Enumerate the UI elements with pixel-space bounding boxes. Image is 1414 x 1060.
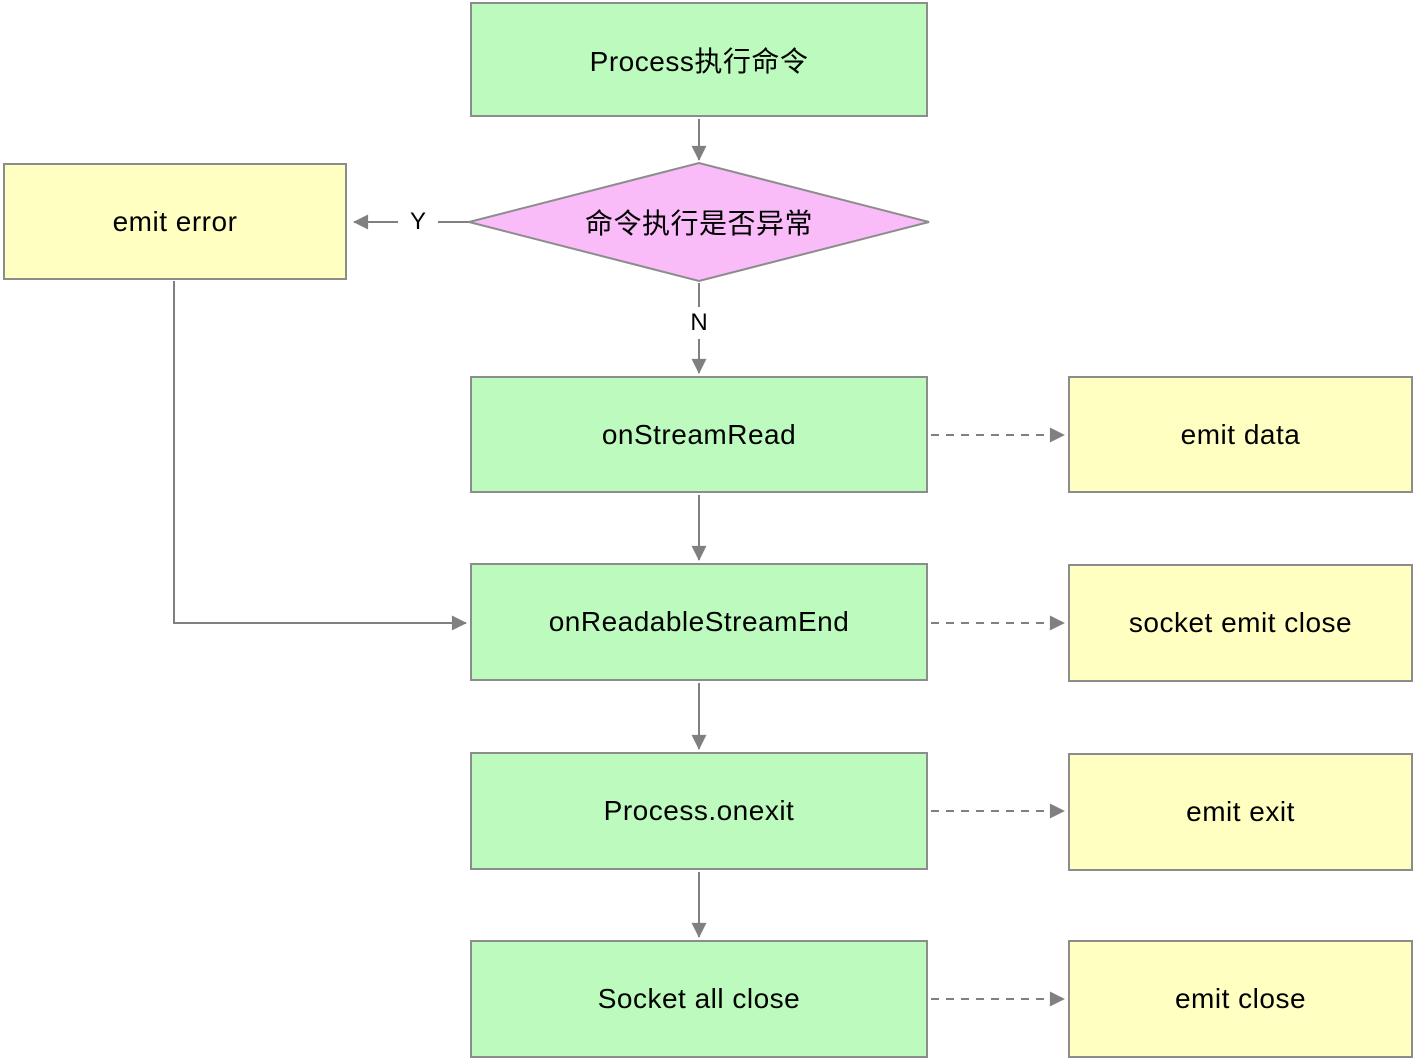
node-emit-data: emit data [1068, 376, 1413, 493]
node-emit-exit: emit exit [1068, 753, 1413, 871]
node-process-onexit: Process.onexit [470, 752, 928, 870]
node-onreadablestreamend: onReadableStreamEnd [470, 563, 928, 681]
edge-label-no: N [678, 307, 720, 339]
decision-diamond-shape [468, 161, 930, 283]
node-emit-error: emit error [3, 163, 347, 280]
node-emit-close: emit close [1068, 940, 1413, 1058]
node-onstreamread: onStreamRead [470, 376, 928, 493]
node-decision-label: 命令执行是否异常 [584, 208, 813, 239]
node-socket-all-close: Socket all close [470, 940, 928, 1058]
node-socket-emit-close: socket emit close [1068, 564, 1413, 682]
node-process-exec: Process执行命令 [470, 2, 928, 117]
edge-label-yes: Y [397, 206, 439, 238]
edge-emit-error-to-onreadablestreamend [173, 281, 467, 631]
